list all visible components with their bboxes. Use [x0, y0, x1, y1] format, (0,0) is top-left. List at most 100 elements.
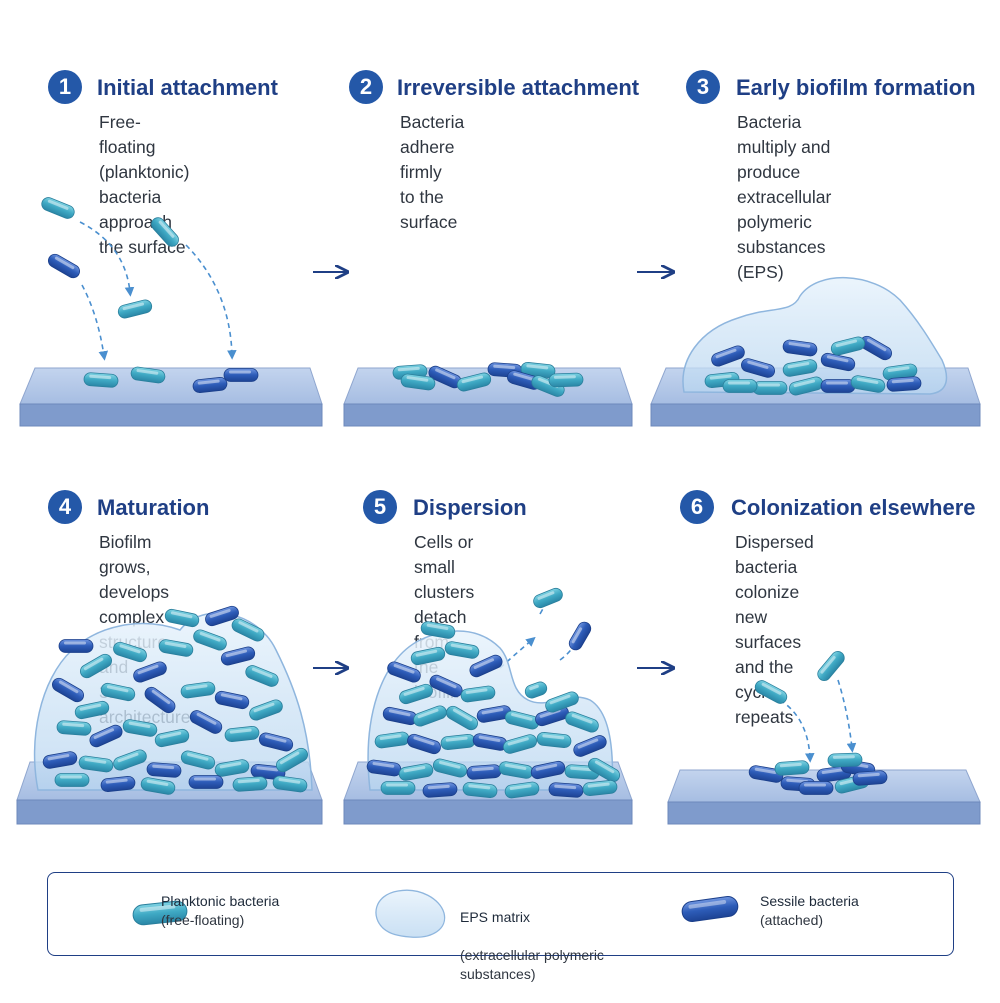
planktonic-bacterium	[78, 755, 114, 773]
planktonic-bacterium	[548, 372, 584, 388]
planktonic-bacterium	[830, 336, 866, 356]
planktonic-bacterium	[100, 682, 136, 702]
planktonic-bacterium	[214, 759, 250, 777]
sessile-bacterium	[741, 358, 775, 378]
sessile-bacterium	[100, 776, 136, 792]
step-description: Free-floating (planktonic) bacteria appr…	[99, 112, 190, 257]
step-title: Colonization elsewhere	[731, 495, 976, 520]
planktonic-bacterium	[224, 726, 260, 742]
planktonic-bacterium	[410, 646, 446, 666]
planktonic-bacterium	[56, 720, 92, 736]
planktonic-bacterium	[380, 781, 416, 795]
legend-item-planktonic: Planktonic bacteria (free-floating)	[161, 892, 279, 930]
planktonic-bacterium	[249, 699, 283, 721]
bacteria-cells	[41, 197, 922, 799]
legend-label: Planktonic bacteria	[161, 893, 280, 909]
planktonic-bacterium	[752, 381, 788, 395]
sessile-bacterium	[820, 379, 856, 393]
planktonic-bacterium	[432, 758, 468, 778]
planktonic-bacterium	[140, 777, 176, 795]
sessile-bacterium	[748, 765, 784, 783]
planktonic-bacterium	[180, 750, 216, 770]
planktonic-bacterium	[113, 749, 147, 771]
step-description: Bacteria multiply and produce extracellu…	[737, 112, 832, 282]
planktonic-bacterium	[54, 773, 90, 787]
dashed-arrow-icon	[837, 679, 857, 753]
planktonic-bacterium	[374, 731, 410, 749]
planktonic-bacterium	[80, 653, 112, 679]
planktonic-bacteria-icon	[132, 900, 188, 926]
planktonic-bacterium	[113, 641, 147, 663]
planktonic-bacterium	[231, 618, 265, 642]
planktonic-bacterium	[565, 711, 599, 733]
legend-sublabel: (attached)	[760, 912, 824, 928]
planktonic-bacterium	[83, 372, 119, 388]
planktonic-bacterium	[41, 197, 75, 219]
planktonic-bacterium	[722, 379, 758, 393]
sessile-bacterium	[472, 733, 508, 751]
planktonic-bacterium	[503, 734, 537, 754]
sessile-bacterium	[223, 368, 259, 382]
sessile-bacterium	[133, 661, 167, 683]
sessile-bacterium	[886, 376, 922, 392]
step-description: Dispersed bacteria colonize new surfaces…	[735, 532, 814, 727]
eps-matrix-icon	[375, 889, 446, 938]
planktonic-bacterium	[420, 621, 456, 639]
planktonic-bacterium	[122, 719, 158, 737]
planktonic-bacterium	[158, 639, 194, 657]
planktonic-bacterium	[117, 299, 153, 319]
step-number-badge: 4	[48, 490, 82, 524]
planktonic-bacterium	[545, 691, 579, 713]
sessile-bacterium	[711, 345, 745, 367]
planktonic-bacterium	[788, 376, 824, 396]
sessile-bacterium	[58, 639, 94, 653]
sessile-bacterium	[407, 733, 441, 755]
legend-label: EPS matrix	[460, 909, 531, 925]
step-number-badge: 6	[680, 490, 714, 524]
planktonic-bacterium	[460, 685, 496, 703]
sessile-bacterium	[144, 686, 176, 714]
planktonic-bacterium	[399, 683, 433, 705]
planktonic-bacterium	[446, 705, 478, 731]
sessile-bacterium	[48, 253, 80, 279]
planktonic-bacterium	[130, 366, 166, 384]
process-arrows	[313, 272, 672, 668]
dashed-arrow-icon	[185, 244, 237, 360]
sessile-bacterium	[798, 781, 834, 795]
planktonic-bacterium	[232, 776, 268, 792]
sessile-bacterium	[192, 377, 228, 393]
planktonic-bacterium	[882, 363, 918, 381]
planktonic-bacterium	[398, 763, 434, 781]
legend-item-sessile: Sessile bacteria (attached)	[760, 892, 859, 930]
dashed-arrow-icon	[539, 589, 553, 615]
planktonic-bacterium	[588, 757, 620, 783]
legend: Planktonic bacteria (free-floating) EPS …	[47, 872, 954, 982]
step-number-badge: 3	[686, 70, 720, 104]
step-number-badge: 1	[48, 70, 82, 104]
sessile-bacterium	[469, 654, 503, 678]
planktonic-bacterium	[276, 747, 308, 773]
planktonic-bacterium	[582, 780, 618, 796]
step-title: Initial attachment	[97, 75, 278, 100]
planktonic-bacterium	[400, 373, 436, 391]
step-title: Irreversible attachment	[397, 75, 640, 100]
planktonic-bacterium	[444, 641, 480, 659]
planktonic-bacterium	[245, 665, 279, 687]
legend-sublabel: (extracellular polymeric substances)	[460, 947, 604, 982]
dashed-arrow-icon	[779, 699, 815, 763]
sessile-bacterium	[820, 352, 856, 372]
legend-item-eps: EPS matrix (extracellular polymeric subs…	[460, 889, 604, 1003]
sessile-bacterium	[189, 710, 223, 734]
planktonic-bacterium	[154, 728, 190, 748]
planktonic-bacterium	[440, 734, 476, 750]
sessile-bacterium	[89, 724, 123, 748]
sessile-bacterium	[568, 621, 592, 651]
sessile-bacterium	[466, 764, 502, 780]
planktonic-bacterium	[504, 781, 540, 799]
sessile-bacterium	[387, 661, 421, 683]
planktonic-bacterium	[180, 681, 216, 699]
sessile-bacterium	[530, 760, 566, 780]
sessile-bacterium	[220, 646, 256, 666]
legend-label: Sessile bacteria	[760, 893, 859, 909]
